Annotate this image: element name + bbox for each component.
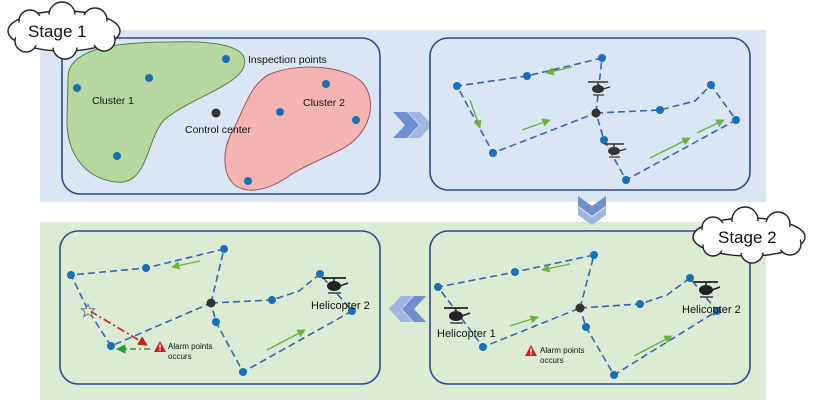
route-nodes xyxy=(434,251,721,379)
control-center-label: Control center xyxy=(185,124,251,136)
helicopter1-label: Helicopter 1 xyxy=(437,328,496,340)
stage2-label: Stage 2 xyxy=(718,228,777,247)
route-nodes xyxy=(67,245,356,376)
helicopter-icon xyxy=(444,307,471,324)
double-chevron-right-icon xyxy=(393,112,432,138)
warning-triangle-icon xyxy=(154,341,166,352)
alarm-label-line2: occurs xyxy=(168,352,192,361)
helicopter-icon xyxy=(604,143,627,158)
stage1-cloud-callout: Stage 1 xyxy=(7,1,121,60)
helicopter-icon xyxy=(694,281,721,298)
panel-clusters: Cluster 1 Cluster 2 Inspection points Co… xyxy=(61,37,381,195)
helicopter-icon xyxy=(588,81,611,96)
inspection-points xyxy=(73,55,360,185)
cluster2-label: Cluster 2 xyxy=(303,97,345,109)
panel-routes-stage2: Helicopter 1 Helicopter 2 Alarm points o… xyxy=(429,230,751,385)
inspection-points-label: Inspection points xyxy=(248,54,327,66)
control-center-node xyxy=(575,303,585,313)
stage1-label: Stage 1 xyxy=(28,22,87,41)
control-center-node xyxy=(591,108,601,118)
helicopter-icon xyxy=(322,277,349,294)
double-chevron-down-icon xyxy=(578,196,606,225)
alarm-label-line2: occurs xyxy=(540,356,564,365)
cluster2-region xyxy=(224,66,371,191)
panel-routes-stage1 xyxy=(429,37,751,191)
helicopter2-label: Helicopter 2 xyxy=(682,304,741,316)
warning-triangle-icon xyxy=(525,345,537,356)
cluster1-region xyxy=(66,41,246,183)
cluster1-label: Cluster 1 xyxy=(92,95,134,107)
alarm-route xyxy=(89,310,148,346)
star-icon xyxy=(80,302,96,318)
stage2-cloud-callout: Stage 2 xyxy=(692,206,806,264)
alarm-label-line1: Alarm points xyxy=(168,342,212,351)
control-center-node xyxy=(206,298,216,308)
route-nodes xyxy=(453,54,740,184)
control-center-node xyxy=(211,108,221,118)
panel-alarm-response: Helicopter 2 Alarm points occurs xyxy=(59,230,381,385)
helicopter2-label: Helicopter 2 xyxy=(311,300,370,312)
alarm-label-line1: Alarm points xyxy=(540,346,584,355)
double-chevron-left-icon xyxy=(389,296,426,322)
